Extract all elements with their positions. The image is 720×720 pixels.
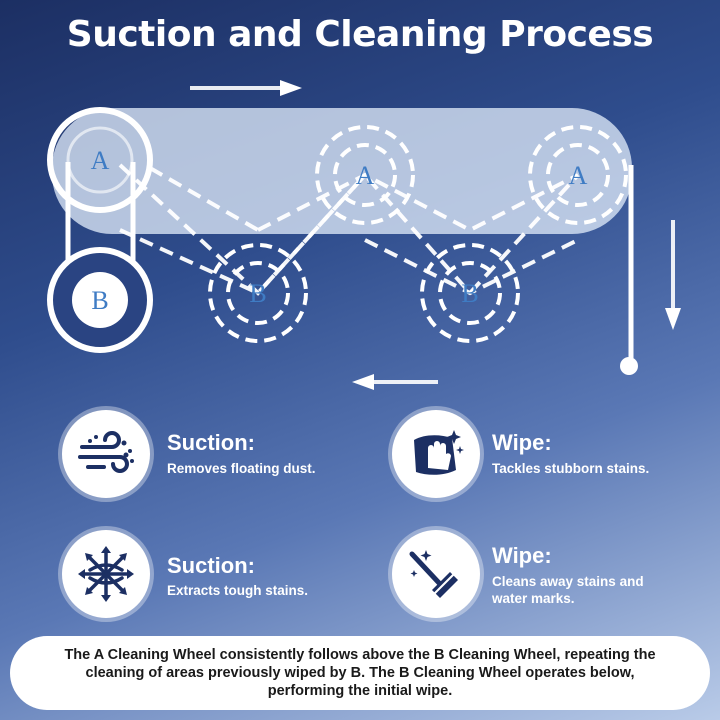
wheel-b-label: B [249,279,266,308]
feature-title: Wipe: [492,430,552,455]
cleaning-path-diagram: A B A A B B [47,80,681,390]
arrow-left-icon [352,374,438,390]
feature-title: Suction: [167,553,255,578]
belt-end-dot [620,357,638,375]
feature-title: Wipe: [492,543,552,568]
track-band [52,108,632,234]
feature-description: Extracts tough stains. [167,583,309,598]
wheel-a-label: A [569,161,588,190]
wheel-b-label: B [461,279,478,308]
arrow-right-icon [190,80,302,96]
wheel-b-ghost [208,243,308,343]
feature-title: Suction: [167,430,255,455]
arrow-down-icon [665,220,681,330]
wheel-b-ghost [420,243,520,343]
feature-description: Removes floating dust. [167,461,316,476]
squeegee-icon [392,530,480,618]
caption-text: The A Cleaning Wheel consistently follow… [64,647,656,699]
wheel-a-label: A [91,146,110,175]
feature-description: Tackles stubborn stains. [492,461,650,476]
wheel-a-label: A [356,161,375,190]
caption-box: The A Cleaning Wheel consistently follow… [10,636,710,710]
wind-dust-icon [62,410,150,498]
wheel-a-ghost [315,125,415,225]
wheel-b-start: B [47,247,153,353]
expanding-arrows-icon [62,530,150,618]
feature-description: Cleans away stains and water marks. [492,574,644,606]
wheel-a-ghost [528,125,628,225]
hand-wipe-icon [392,410,480,498]
page-title: Suction and Cleaning Process [66,14,654,55]
wheel-b-label: B [91,286,108,315]
wheel-a-start: A [47,107,153,213]
zigzag-path [118,163,580,296]
